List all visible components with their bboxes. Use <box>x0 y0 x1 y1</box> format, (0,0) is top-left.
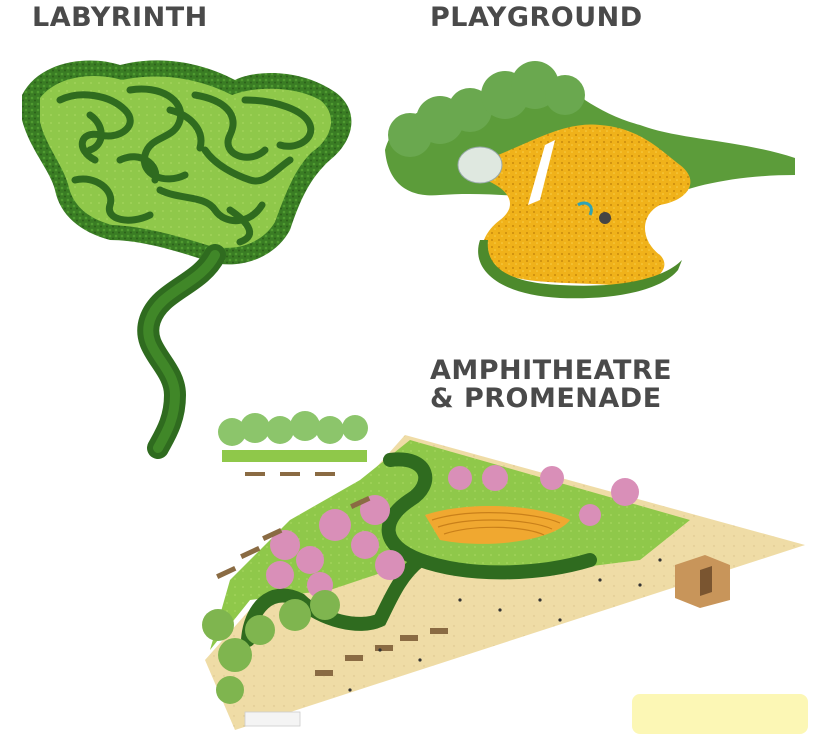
playground-blue-element <box>577 201 593 216</box>
amphitheatre-plan <box>202 411 805 730</box>
promenade-people <box>348 558 662 692</box>
playground-trees <box>388 61 585 157</box>
playground-tire-swing <box>599 212 611 224</box>
playground-front-hedge <box>478 240 682 299</box>
amphitheatre-title-line2: & PROMENADE <box>430 383 662 415</box>
promenade-green-trees <box>202 590 340 704</box>
labyrinth-maze-paths <box>56 85 315 246</box>
promenade-platform <box>244 711 301 727</box>
amphitheatre-title: AMPHITHEATRE & PROMENADE <box>430 355 673 415</box>
amphitheatre-steps <box>431 512 561 536</box>
amphitheatre-hedge <box>241 452 597 647</box>
playground-dome <box>457 146 503 184</box>
playground-plan <box>385 61 795 299</box>
watermark-badge <box>632 694 808 734</box>
promenade-kiosk <box>675 555 730 608</box>
labyrinth-title: LABYRINTH <box>32 2 208 33</box>
promenade-benches <box>216 472 448 676</box>
amphitheatre-title-line1: AMPHITHEATRE <box>430 355 673 386</box>
blossom-trees <box>266 465 639 598</box>
amphitheatre-lawn <box>210 440 690 650</box>
playground-title: PLAYGROUND <box>430 2 643 33</box>
playground-path <box>528 140 555 205</box>
promenade-tree-strip <box>218 411 368 462</box>
labyrinth-plan <box>22 60 352 459</box>
